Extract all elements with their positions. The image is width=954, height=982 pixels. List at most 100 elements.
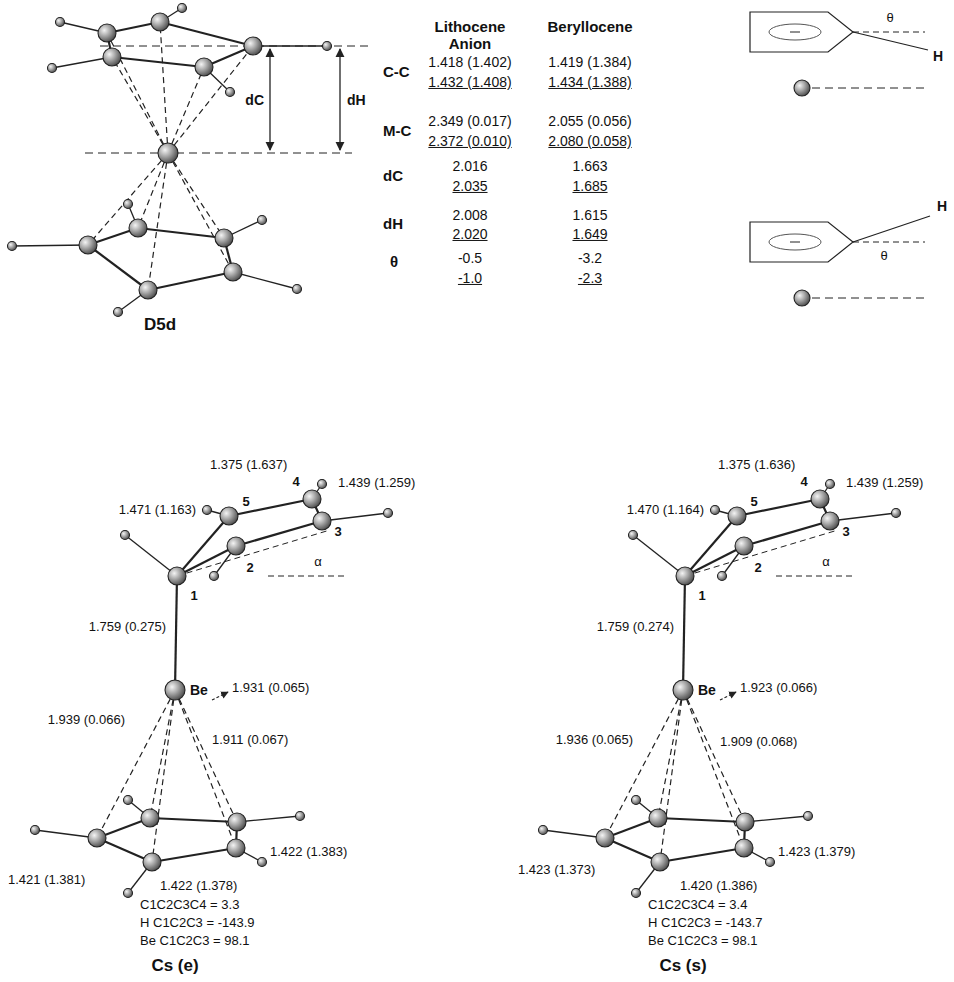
ring-outline	[750, 222, 853, 262]
hydrogen-atom	[114, 308, 123, 317]
ring-bond	[88, 245, 148, 290]
plane-guide	[776, 576, 853, 577]
table-value: -0.5	[458, 250, 482, 266]
carbon-atom	[313, 512, 331, 530]
hydrogen-atom	[124, 796, 133, 805]
ring-bond	[138, 228, 224, 238]
ch-bond	[125, 535, 177, 576]
hydrogen-atom	[203, 506, 212, 515]
be-carbon-contact	[150, 690, 175, 818]
carbon-atom	[735, 537, 753, 555]
hydrogen-atom	[178, 4, 187, 13]
ring-center-ellipse	[769, 234, 821, 250]
hydrogen-atom	[258, 216, 267, 225]
table-value: 1.419 (1.384)	[548, 54, 631, 70]
be-carbon-bond	[175, 576, 177, 690]
table-value: 2.055 (0.056)	[548, 113, 631, 129]
carbon-atom	[129, 219, 147, 237]
distance-arrow	[339, 49, 340, 150]
atom-number: 3	[842, 525, 849, 540]
atom-label: dH	[347, 92, 366, 108]
atom-number: 1	[190, 589, 197, 604]
hydrogen-atom	[48, 64, 57, 73]
ch-bond	[233, 272, 297, 289]
ch-bond	[853, 216, 930, 242]
metal-atom	[158, 143, 178, 163]
carbon-atom	[728, 507, 746, 525]
bond-value: 1.375 (1.637)	[210, 458, 287, 473]
table-header: dH	[383, 215, 403, 232]
beryllium-atom	[673, 680, 693, 700]
hydrogen-atom	[56, 18, 65, 27]
carbon-atom	[141, 809, 159, 827]
leader-arrow	[212, 692, 228, 700]
ch-bond	[853, 32, 928, 50]
bond-value: 1.939 (0.066)	[48, 713, 125, 728]
ring-bond	[660, 848, 744, 862]
hydrogen-atom	[8, 242, 17, 251]
atom-number: 5	[750, 495, 757, 510]
ch-bond	[830, 513, 896, 521]
table-value: 2.372 (0.010)	[428, 133, 511, 149]
hydrogen-atom	[804, 812, 813, 821]
bond-value: 1.420 (1.386)	[680, 879, 757, 894]
carbon-atom	[228, 813, 246, 831]
bond-value: θ	[886, 11, 893, 26]
bond-value: 1.911 (0.067)	[212, 733, 288, 748]
carbon-atom	[596, 829, 614, 847]
be-carbon-contact	[658, 690, 683, 818]
bond-value: 1.423 (1.379)	[778, 845, 855, 860]
hydrogen-atom	[629, 531, 638, 540]
hydrogen-atom	[718, 572, 727, 581]
ring-center-mark	[790, 242, 800, 243]
atom-label: H	[937, 198, 947, 214]
bond-value: 1.421 (1.381)	[8, 873, 85, 888]
carbon-atom	[143, 853, 161, 871]
metal-carbon-contact	[112, 57, 168, 153]
carbon-atom	[651, 853, 669, 871]
table-header: θ	[390, 253, 398, 270]
ring-center-mark	[790, 32, 800, 33]
structure-title: Cs (e)	[151, 956, 198, 976]
bond-value: θ	[880, 249, 887, 264]
be-carbon-contact	[152, 690, 175, 862]
table-header: Beryllocene	[547, 18, 632, 35]
plane-guide	[812, 298, 925, 299]
carbon-atom	[736, 813, 754, 831]
ring-bond	[150, 818, 237, 822]
hydrogen-atom	[539, 826, 548, 835]
table-header: C-C	[383, 63, 410, 80]
carbon-atom	[215, 229, 233, 247]
bond-value: C1C2C3C4 = 3.4	[648, 898, 747, 913]
carbon-atom	[139, 281, 157, 299]
table-value: -1.0	[458, 270, 482, 286]
hydrogen-atom	[826, 480, 835, 489]
plane-guide	[685, 530, 838, 576]
table-value: 2.035	[452, 178, 487, 194]
bond-value: 1.422 (1.378)	[160, 879, 237, 894]
carbon-atom	[676, 567, 694, 585]
ring-center-ellipse	[769, 24, 821, 40]
table-value: -2.3	[578, 270, 602, 286]
plane-guide	[853, 32, 925, 33]
be-carbon-contact	[660, 690, 683, 862]
carbon-atom	[220, 507, 238, 525]
be-carbon-contact	[683, 690, 745, 822]
bond-value: 1.936 (0.065)	[556, 733, 633, 748]
hydrogen-atom	[293, 285, 302, 294]
atom-number: 4	[800, 475, 807, 490]
bond-value: 1.759 (0.275)	[89, 620, 166, 635]
bond-value: 1.470 (1.164)	[627, 503, 704, 518]
bond-value: α	[822, 555, 830, 570]
carbon-atom	[151, 13, 169, 31]
carbon-atom	[224, 263, 242, 281]
structure-title: Cs (s)	[659, 956, 706, 976]
table-value: 1.432 (1.408)	[428, 74, 511, 90]
metal-carbon-contact	[168, 153, 233, 272]
hydrogen-atom	[124, 889, 133, 898]
metal-carbon-contact	[148, 153, 168, 290]
table-header: dC	[383, 167, 403, 184]
ring-bond	[148, 272, 233, 290]
carbon-atom	[168, 567, 186, 585]
carbon-atom	[735, 839, 753, 857]
